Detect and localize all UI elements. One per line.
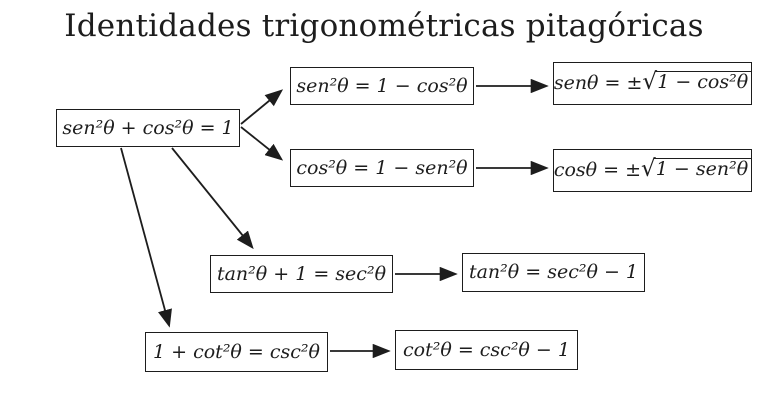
node-sen-square-root: senθ = ± √ 1 − cos²θ bbox=[553, 62, 752, 105]
node-tan-identity: tan²θ + 1 = sec²θ bbox=[210, 255, 393, 293]
node-cos-square-root: cosθ = ± √ 1 − sen²θ bbox=[553, 149, 752, 192]
node-sen-squared-identity: sen²θ = 1 − cos²θ bbox=[290, 67, 474, 105]
formula-tan-identity: tan²θ + 1 = sec²θ bbox=[216, 262, 387, 285]
arrow-root-to-tan-identity bbox=[171, 147, 254, 250]
diagram-title: Identidades trigonométricas pitagóricas bbox=[64, 8, 704, 44]
formula-sen-sqrt-prefix: senθ = ± bbox=[553, 72, 643, 94]
arrow-root-to-cot-identity bbox=[120, 147, 172, 328]
formula-sen-squared: sen²θ = 1 − cos²θ bbox=[296, 74, 468, 97]
formula-cos-squared: cos²θ = 1 − sen²θ bbox=[296, 156, 468, 179]
node-cos-squared-identity: cos²θ = 1 − sen²θ bbox=[290, 149, 474, 187]
arrow-root-to-cos-identity bbox=[240, 126, 284, 161]
formula-cot-identity: 1 + cot²θ = csc²θ bbox=[153, 340, 320, 363]
node-tan-result: tan²θ = sec²θ − 1 bbox=[462, 253, 645, 292]
formula-cos-sqrt-radicand: 1 − sen²θ bbox=[653, 157, 752, 180]
node-pythagorean-root: sen²θ + cos²θ = 1 bbox=[56, 109, 240, 147]
formula-cot-result: cot²θ = csc²θ − 1 bbox=[403, 338, 570, 361]
formula-tan-result: tan²θ = sec²θ − 1 bbox=[468, 261, 639, 283]
formula-cos-sqrt-prefix: cosθ = ± bbox=[553, 159, 642, 181]
node-cot-identity: 1 + cot²θ = csc²θ bbox=[145, 332, 328, 372]
formula-root: sen²θ + cos²θ = 1 bbox=[62, 116, 234, 139]
sqrt-symbol: √ bbox=[642, 67, 658, 95]
sqrt-symbol: √ bbox=[641, 154, 656, 182]
node-cot-result: cot²θ = csc²θ − 1 bbox=[395, 330, 578, 370]
arrow-root-to-sen-identity bbox=[240, 89, 284, 125]
formula-sen-sqrt-radicand: 1 − cos²θ bbox=[655, 70, 752, 93]
